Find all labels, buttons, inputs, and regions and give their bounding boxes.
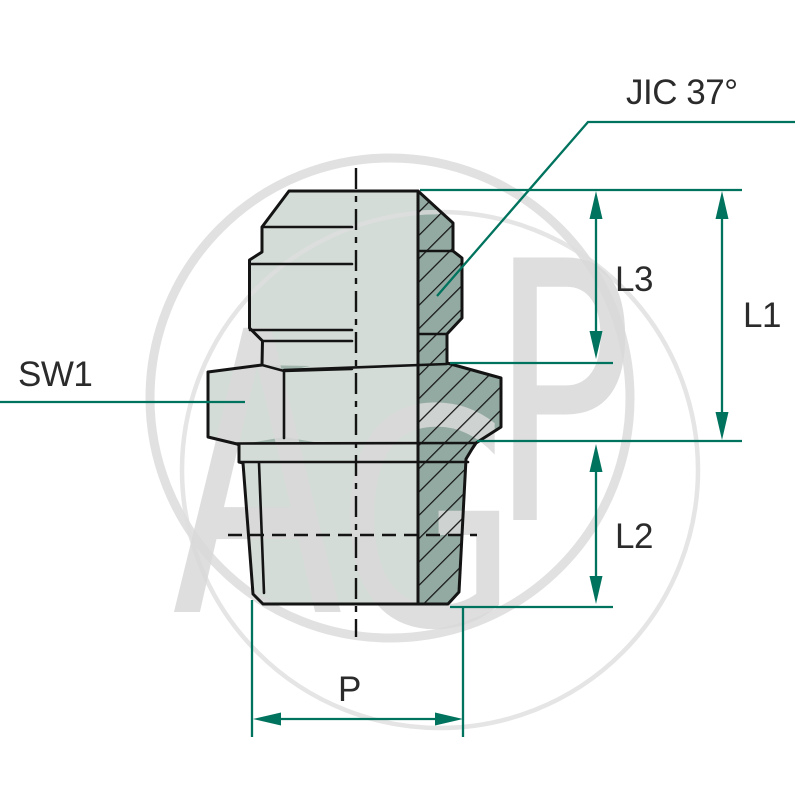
watermark-letter-a: A: [172, 251, 344, 705]
label-p: P: [338, 670, 361, 709]
construction-lines: [228, 168, 477, 637]
hex-bottom-chamfer-facet: [250, 437, 320, 443]
l3-arrow-down: [589, 331, 603, 359]
label-jic-37: JIC 37°: [626, 73, 738, 112]
l2-arrow-down: [589, 576, 603, 604]
label-l1: L1: [743, 296, 781, 335]
interior-edges: [235, 225, 478, 595]
extension-lines: [250, 188, 742, 737]
l1-arrow-down: [715, 412, 729, 440]
l3-arrow-up: [589, 191, 603, 219]
dimension-l1: [715, 191, 729, 440]
label-sw1: SW1: [18, 355, 92, 394]
watermark-letter-p: P: [490, 186, 633, 605]
label-l2: L2: [615, 517, 653, 556]
taper-thread-line: [257, 461, 266, 595]
l1-arrow-up: [715, 191, 729, 219]
p-arrow-right: [435, 712, 463, 726]
dimension-l3: [589, 191, 603, 359]
hex-detail-lines: [235, 362, 478, 464]
dimensions: [0, 120, 795, 737]
l2-arrow-up: [589, 444, 603, 472]
p-arrow-left: [253, 712, 281, 726]
jic-leader-line: [436, 120, 795, 297]
thread-detail-lines: [248, 225, 455, 343]
watermark-circle-outer: [145, 153, 635, 643]
label-l3: L3: [615, 260, 653, 299]
dimension-labels: JIC 37° SW1 L3 L1 L2 P: [18, 73, 781, 709]
dimension-l2: [589, 444, 603, 604]
dimension-p: [253, 712, 463, 726]
